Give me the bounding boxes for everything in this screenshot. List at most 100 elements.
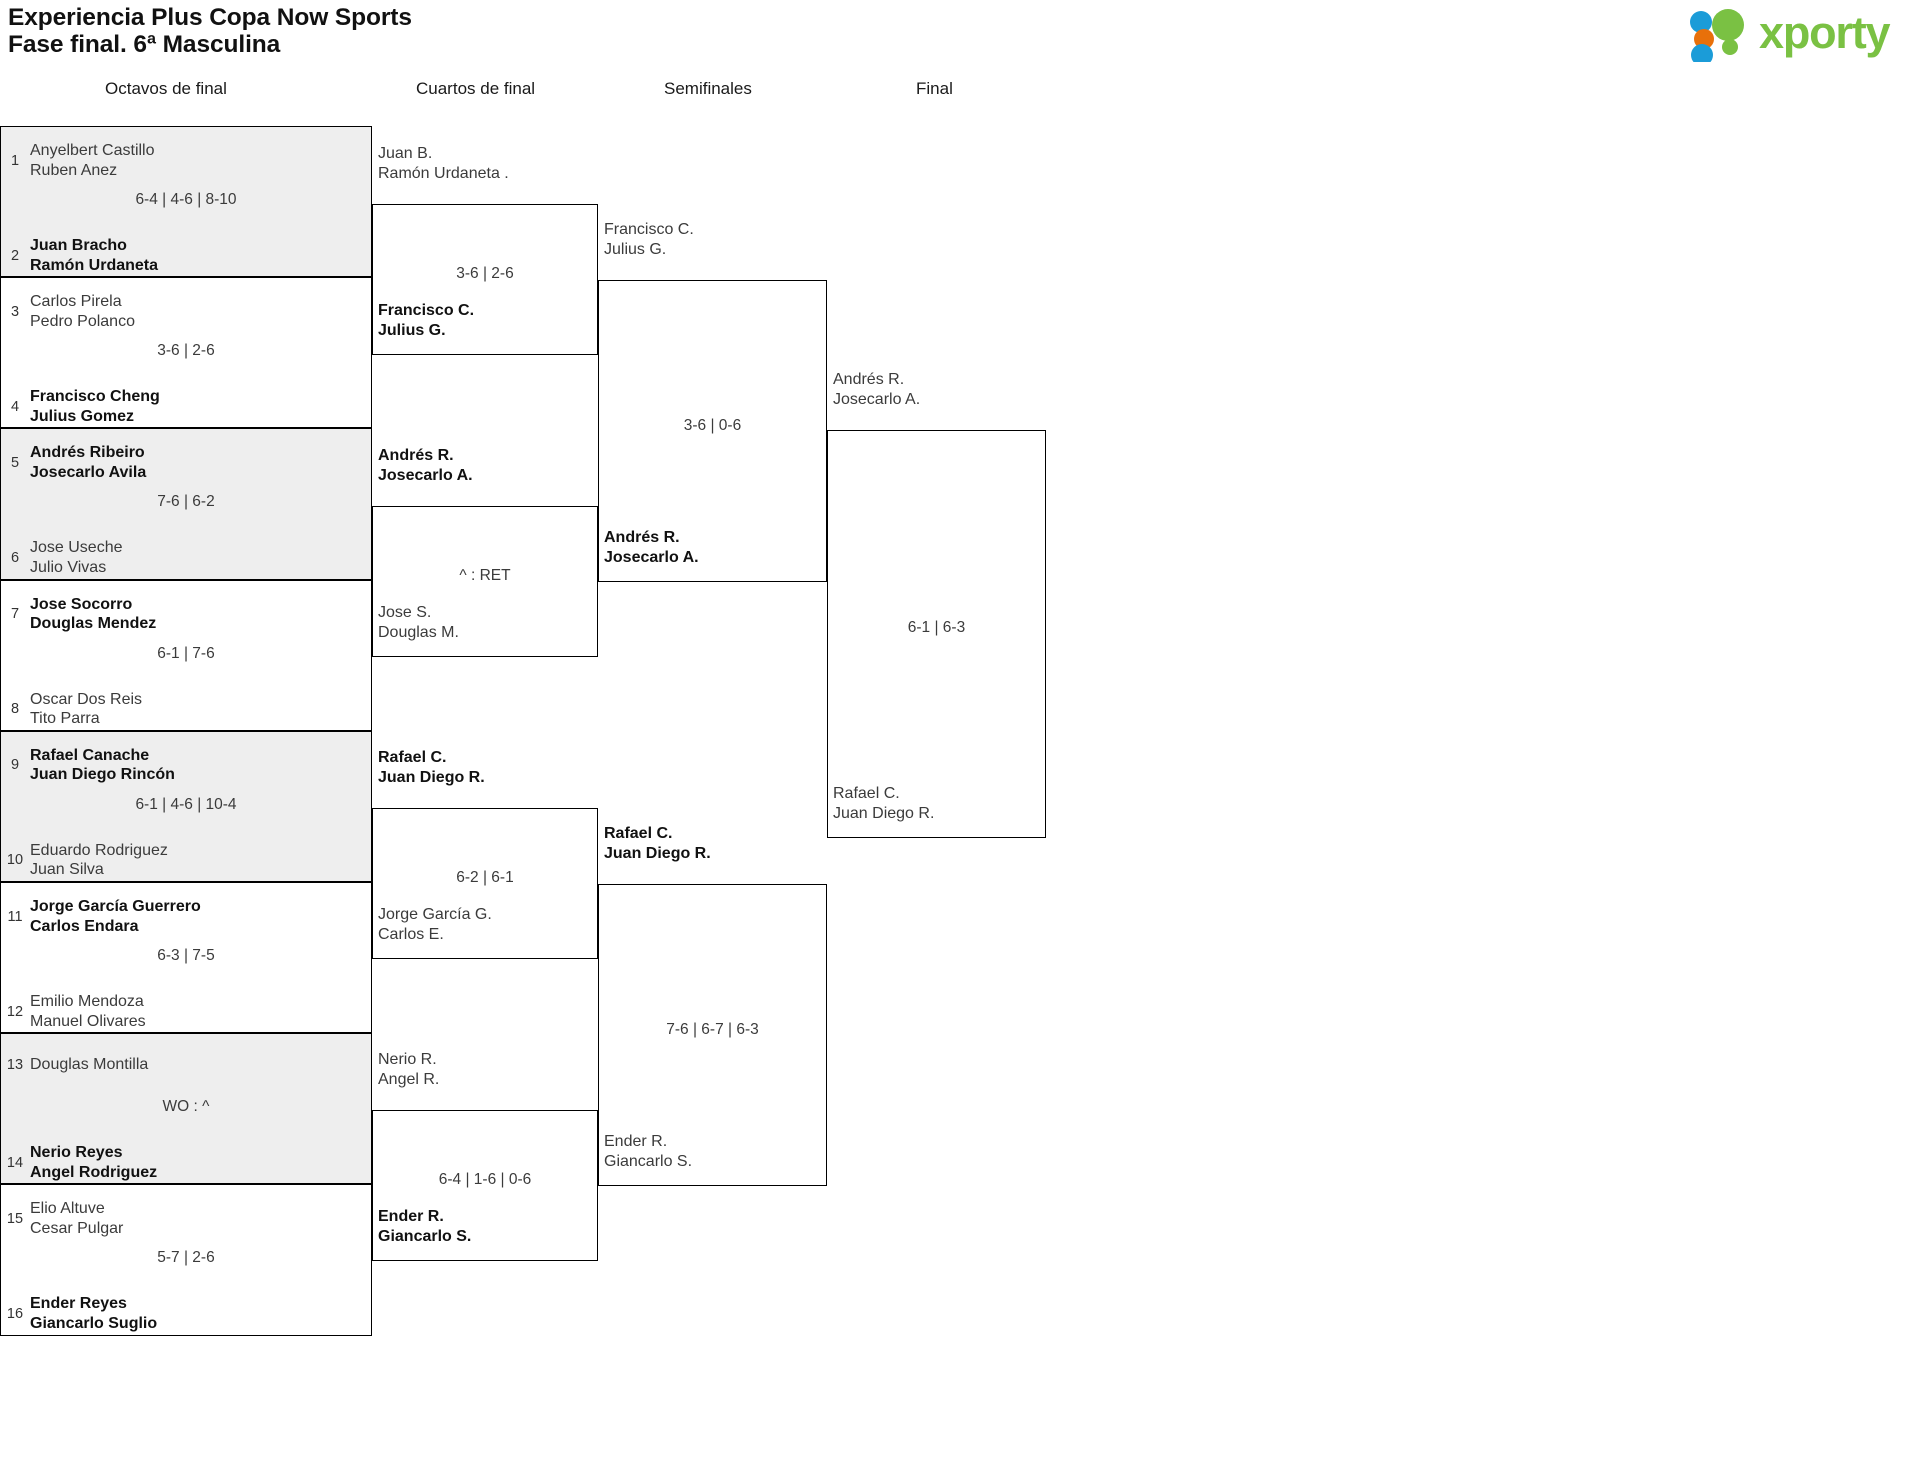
player-name: Pedro Polanco <box>30 312 135 330</box>
r16-score: 6-3 | 7-5 <box>157 947 215 964</box>
player-name: Andrés R. <box>833 371 905 388</box>
r16-match-5[interactable] <box>0 730 372 882</box>
final-match[interactable] <box>827 430 1046 838</box>
r16-match-8[interactable] <box>0 1184 372 1336</box>
r16-score: 6-4 | 4-6 | 8-10 <box>135 191 237 208</box>
player-name: Jorge García G. <box>378 906 492 923</box>
r16-match-6[interactable] <box>0 882 372 1034</box>
tournament-title: Experiencia Plus Copa Now Sports <box>8 4 412 31</box>
player-name: Andrés Ribeiro <box>30 444 145 462</box>
player-name: Francisco Cheng <box>30 388 160 406</box>
seed-number: 8 <box>10 701 20 718</box>
xporty-wordmark: xporty <box>1759 7 1891 58</box>
qf-match-3[interactable] <box>372 808 598 959</box>
tournament-header: Experiencia Plus Copa Now Sports Fase fi… <box>8 4 1208 59</box>
player-name: Nerio R. <box>378 1051 437 1068</box>
tournament-subtitle: Fase final. 6ª Masculina <box>8 31 281 59</box>
qf-team-bottom: Ender R.Giancarlo S. <box>378 1207 471 1246</box>
seed-number: 15 <box>6 1210 24 1227</box>
final-score: 6-1 | 6-3 <box>907 619 966 636</box>
player-name: Josecarlo A. <box>604 548 699 566</box>
round-header-cuartos: Cuartos de final <box>416 79 536 98</box>
qf-match-1[interactable] <box>372 204 598 355</box>
player-name: Ramón Urdaneta <box>30 256 159 274</box>
player-name: Josecarlo A. <box>378 466 473 484</box>
sf-match-2[interactable] <box>598 884 827 1186</box>
sf-team-bottom: Ender R.Giancarlo S. <box>604 1132 692 1171</box>
qf-team-bottom: Jose S.Douglas M. <box>378 603 459 642</box>
r16-match-3[interactable] <box>0 428 372 580</box>
r16-match-2[interactable] <box>0 277 372 429</box>
seed-number: 7 <box>10 606 20 623</box>
player-name: Juan B. <box>378 145 433 162</box>
seed-number: 13 <box>6 1056 24 1073</box>
player-name: Cesar Pulgar <box>30 1219 124 1237</box>
r16-match-1[interactable] <box>0 126 372 278</box>
r16-score: 6-1 | 4-6 | 10-4 <box>135 795 237 813</box>
player-name: Rafael C. <box>833 785 900 802</box>
player-name: Eduardo Rodriguez <box>30 841 168 859</box>
r16-score: 5-7 | 2-6 <box>157 1249 215 1267</box>
round-header-octavos: Octavos de final <box>105 79 227 98</box>
player-name: Nerio Reyes <box>30 1144 123 1162</box>
player-name: Juan Bracho <box>30 237 127 254</box>
player-name: Tito Parra <box>30 710 100 728</box>
seed-number: 16 <box>6 1305 24 1322</box>
player-name: Oscar Dos Reis <box>30 690 143 708</box>
qf-team-top: Rafael C.Juan Diego R. <box>378 748 485 787</box>
qf-score: 3-6 | 2-6 <box>456 265 514 282</box>
sf-team-bottom: Andrés R.Josecarlo A. <box>604 528 699 567</box>
xporty-dots-icon <box>1690 9 1744 66</box>
player-name: Giancarlo S. <box>604 1152 693 1170</box>
sf-score: 3-6 | 0-6 <box>683 417 742 434</box>
player-name: Jose Socorro <box>30 595 133 613</box>
r16-match-7[interactable] <box>0 1033 372 1185</box>
qf-match-4[interactable] <box>372 1110 598 1261</box>
player-name: Angel R. <box>378 1070 440 1088</box>
r16-match-4[interactable] <box>0 579 372 731</box>
player-name: Ruben Anez <box>30 161 118 179</box>
seed-number: 12 <box>6 1003 24 1020</box>
qf-match-2[interactable] <box>372 506 598 657</box>
final-team-top: Andrés R. Josecarlo A. <box>833 370 920 409</box>
qf-score: 6-4 | 1-6 | 0-6 <box>438 1171 532 1188</box>
player-name: Rafael Canache <box>30 746 150 764</box>
round-header-semifinales: Semifinales <box>664 79 752 98</box>
player-name: Juan Diego R. <box>604 844 711 862</box>
player-name: Julio Vivas <box>30 558 107 576</box>
player-name: Jorge García Guerrero <box>30 898 201 915</box>
player-name: Angel Rodriguez <box>30 1163 158 1181</box>
player-name: Manuel Olivares <box>30 1012 146 1030</box>
sf-match-1[interactable] <box>598 280 827 582</box>
player-name: Douglas M. <box>378 623 459 641</box>
player-name: Josecarlo A. <box>833 390 921 408</box>
player-name: Carlos Pirela <box>30 293 122 311</box>
player-name: Francisco C. <box>378 302 475 319</box>
player-name: Ramón Urdaneta . <box>378 164 509 182</box>
seed-number: 4 <box>10 398 20 415</box>
